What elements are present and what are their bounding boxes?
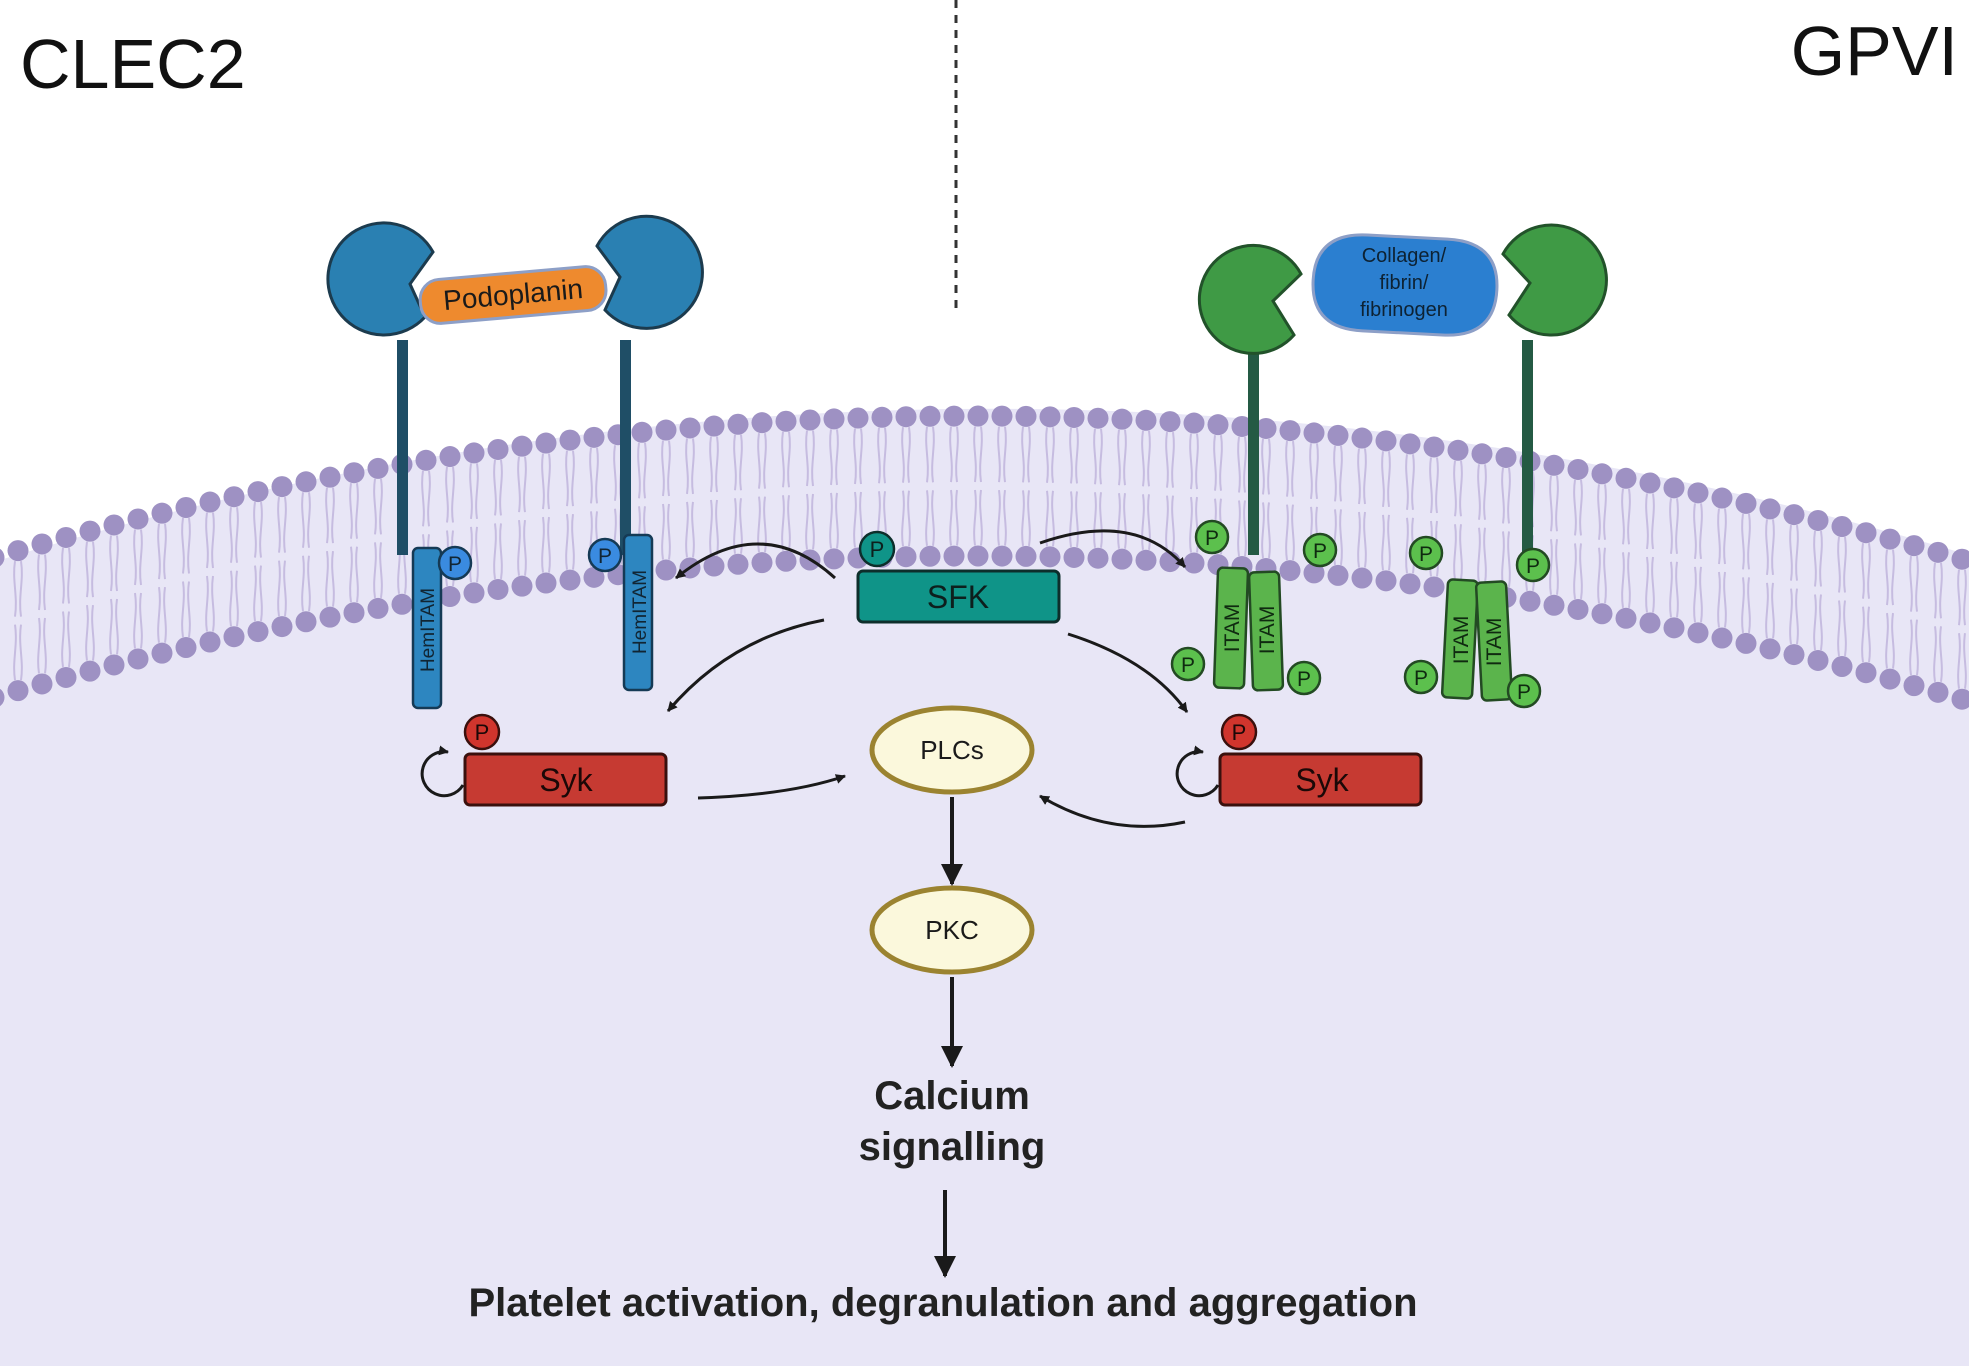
clec2-receptor-left: HemITAM P xyxy=(326,221,473,710)
phospho-label: P xyxy=(870,537,885,562)
calcium-signalling-line-1: Calcium xyxy=(874,1074,1030,1118)
sfk-label: SFK xyxy=(927,579,989,615)
gpvi-stalk-right xyxy=(1522,340,1533,555)
pkc-label: PKC xyxy=(925,915,978,945)
arrow-sfk-to-itam xyxy=(1039,529,1187,568)
header-clec2: CLEC2 xyxy=(20,25,246,103)
hemitam-right xyxy=(622,533,654,692)
phospho-label: P xyxy=(475,720,490,745)
phospho-hemitam-right: P xyxy=(587,537,623,573)
phospho-syk-left: P xyxy=(463,713,501,751)
itam-bar-3 xyxy=(1440,578,1480,700)
clec2-stalk-left xyxy=(397,340,408,555)
plcs-label: PLCs xyxy=(920,735,984,765)
sfk-kinase: SFK P xyxy=(856,530,1061,624)
itam-phospho-groups: P P P P P P P P xyxy=(1170,519,1551,709)
phospho-itam-3: P xyxy=(1170,646,1206,682)
arrow-sfk-to-syk-left xyxy=(666,618,825,712)
phospho-label: P xyxy=(448,553,462,576)
itam-pair-right: ITAM ITAM xyxy=(1440,578,1514,702)
collagen-line-1: Collagen/ xyxy=(1362,245,1447,267)
gpvi-receptor-right xyxy=(1501,223,1608,555)
gpvi-head-right xyxy=(1501,223,1608,337)
collagen-fibrin-fibrinogen: Collagen/ fibrin/ fibrinogen xyxy=(1311,233,1499,337)
phospho-hemitam-left: P xyxy=(437,545,473,581)
clec2-head-right xyxy=(595,214,704,330)
phospho-syk-right: P xyxy=(1220,713,1258,751)
pathway-arrows xyxy=(934,797,963,1278)
syk-kinase-right: Syk P xyxy=(1175,713,1423,807)
phospho-label: P xyxy=(1414,667,1428,690)
phospho-label: P xyxy=(1526,555,1540,578)
phospho-label: P xyxy=(1205,527,1219,550)
syk-left-label: Syk xyxy=(539,762,593,798)
arrow-syk-left-to-plcs xyxy=(697,774,846,800)
collagen-line-3: fibrinogen xyxy=(1360,299,1448,321)
arrow-sfk-to-syk-right xyxy=(1067,632,1189,713)
arrow-syk-right-to-plcs xyxy=(1039,794,1186,828)
itam-bar-4 xyxy=(1474,580,1514,702)
collagen-line-2: fibrin/ xyxy=(1380,272,1429,294)
cell-membrane xyxy=(0,405,1969,710)
gpvi-stalk-left xyxy=(1248,335,1259,555)
phospho-label: P xyxy=(1181,654,1195,677)
phospho-label: P xyxy=(1517,681,1531,704)
arrow-sfk-to-hemitam xyxy=(675,542,837,580)
itam-bar-2 xyxy=(1247,570,1285,692)
phospho-itam-6: P xyxy=(1515,547,1551,583)
platelet-activation-text: Platelet activation, degranulation and a… xyxy=(468,1281,1417,1325)
itam-label-4: ITAM xyxy=(1483,618,1506,667)
gpvi-receptor-left xyxy=(1197,243,1303,555)
phospho-label: P xyxy=(1313,540,1327,563)
hemitam-left xyxy=(411,546,443,710)
plcs-node: PLCs xyxy=(869,705,1035,795)
phospho-itam-4: P xyxy=(1286,660,1322,696)
pkc-node: PKC xyxy=(869,885,1035,975)
clec2-stalk-right xyxy=(620,340,631,555)
phospho-label: P xyxy=(1297,668,1311,691)
phospho-itam-8: P xyxy=(1506,673,1542,709)
phospho-sfk: P xyxy=(858,530,896,568)
itam-bar-1 xyxy=(1212,566,1250,690)
phospho-itam-7: P xyxy=(1403,659,1439,695)
itam-label-1: ITAM xyxy=(1221,604,1244,653)
clec2-receptor-right: HemITAM P xyxy=(587,214,704,692)
gpvi-head-left xyxy=(1197,243,1303,355)
phospho-label: P xyxy=(1232,720,1247,745)
phospho-itam-1: P xyxy=(1194,519,1230,555)
signal-arrows xyxy=(666,529,1189,828)
syk-kinase-left: Syk P xyxy=(420,713,668,807)
hemitam-right-label: HemITAM xyxy=(630,570,651,654)
itam-label-2: ITAM xyxy=(1256,606,1279,655)
itam-pair-left: ITAM ITAM xyxy=(1212,566,1285,692)
phospho-itam-5: P xyxy=(1408,535,1444,571)
syk-left-autophospho-arrow xyxy=(420,745,465,798)
clec2-head-left xyxy=(326,221,435,337)
phospho-itam-2: P xyxy=(1302,532,1338,568)
calcium-signalling-line-2: signalling xyxy=(859,1125,1046,1169)
cytoplasm xyxy=(0,408,1969,1366)
itam-label-3: ITAM xyxy=(1450,616,1473,665)
phospho-label: P xyxy=(598,545,612,568)
syk-right-label: Syk xyxy=(1295,762,1349,798)
podoplanin: Podoplanin xyxy=(418,265,608,325)
syk-right-autophospho-arrow xyxy=(1175,745,1220,798)
phospho-label: P xyxy=(1419,543,1433,566)
header-gpvi: GPVI xyxy=(1791,12,1958,90)
hemitam-left-label: HemITAM xyxy=(418,588,439,672)
